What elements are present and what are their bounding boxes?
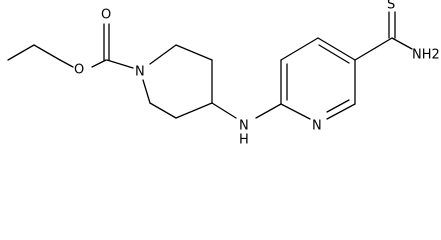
- atom-amine-hydrogen: H: [239, 133, 249, 148]
- bond-pyr-c6-n-inner: [326, 99, 350, 113]
- bond-c-to-nh2: [391, 37, 413, 50]
- bond-ring-upper-right: [175, 44, 213, 61]
- bond-ch2-oxygen: [59, 59, 74, 68]
- atom-pyridine-nitrogen: N: [312, 119, 322, 134]
- bond-pyr-c6-n: [326, 103, 356, 120]
- bond-nh-to-pyridine: [255, 103, 282, 119]
- bond-pyr-c3-c4: [280, 37, 319, 61]
- bond-ethyl-ch3: [7, 44, 35, 61]
- bond-ring-lower-left: [149, 102, 177, 119]
- atom-sulfur: S: [387, 0, 395, 13]
- bond-pyr-to-thioamide: [354, 37, 393, 61]
- bond-pyr-c4-c5: [317, 37, 356, 61]
- bond-ethyl-ch2: [33, 44, 61, 61]
- atom-carbonyl-oxygen: O: [101, 8, 111, 23]
- atom-amino-nh2: NH2: [412, 48, 440, 63]
- chemical-structure-diagram: O O N N H N S NH2: [7, 0, 440, 148]
- bond-ring-n-upper: [149, 44, 177, 65]
- bond-oxygen-carbonyl-carbon: [91, 59, 107, 68]
- bond-pyr-c4-c5-inner: [318, 44, 350, 64]
- atom-ester-oxygen: O: [74, 63, 84, 78]
- bond-carbonyl-to-n: [106, 59, 134, 69]
- bond-c4-to-nh: [211, 102, 237, 119]
- atom-amine-nitrogen: N: [239, 119, 249, 134]
- bond-pyr-n-c2: [280, 103, 311, 120]
- bond-ring-lower-n: [142, 79, 151, 104]
- atom-piperidine-nitrogen: N: [135, 65, 145, 80]
- bond-ring-c4-lower: [175, 102, 213, 119]
